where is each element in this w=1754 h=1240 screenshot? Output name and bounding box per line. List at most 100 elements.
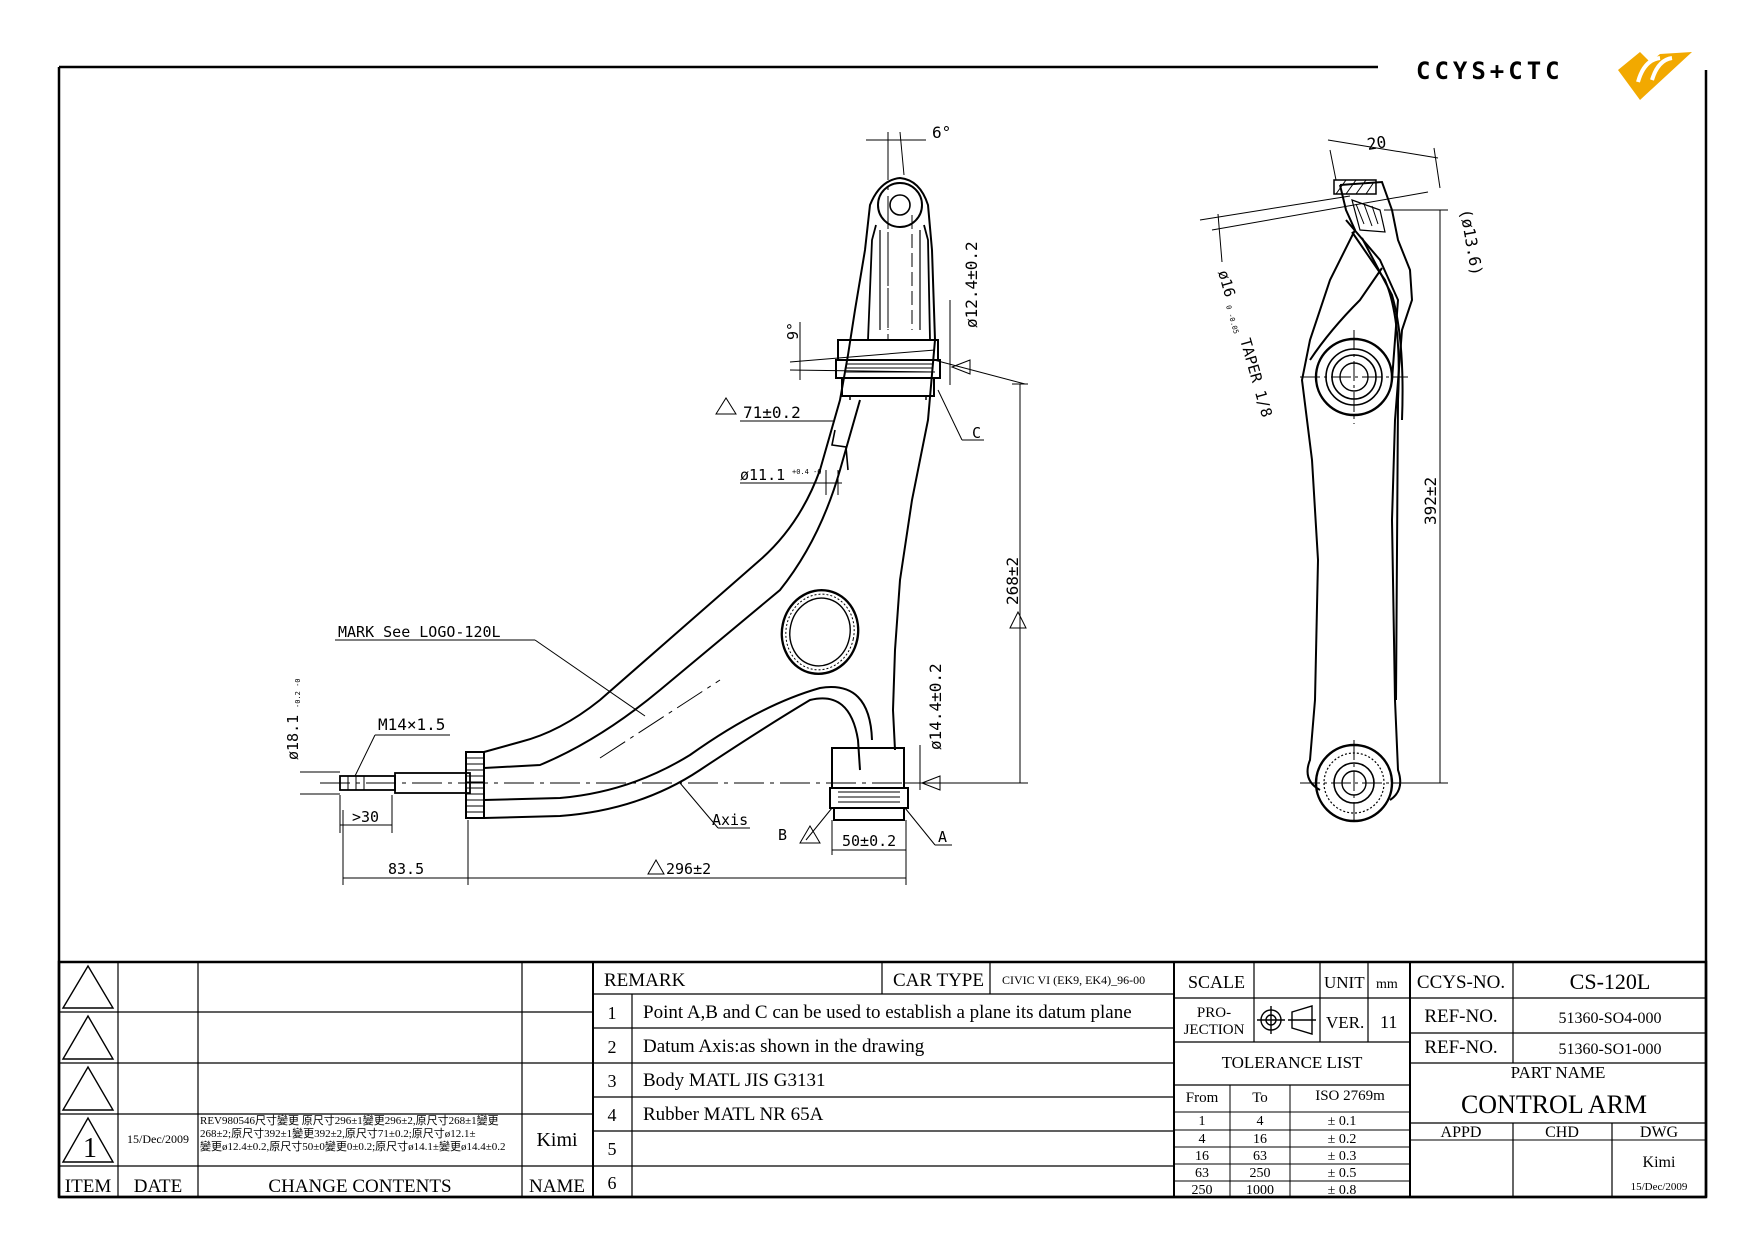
dwg-name: Kimi xyxy=(1643,1154,1676,1171)
ref1-label: REF-NO. xyxy=(1424,1006,1497,1027)
datum-b-label: B xyxy=(778,826,787,844)
revision-table: ITEM DATE CHANGE CONTENTS NAME 1 15/Dec/… xyxy=(65,1113,585,1197)
dwg-date: 15/Dec/2009 xyxy=(1631,1181,1688,1193)
remark-text-2: Datum Axis:as shown in the drawing xyxy=(643,1036,925,1057)
ver-label: VER. xyxy=(1326,1013,1364,1032)
dim-taper-tol: 0 -0.05 xyxy=(1224,304,1240,335)
remark-no-5: 5 xyxy=(608,1139,617,1159)
chd-label: CHD xyxy=(1545,1124,1579,1141)
rev-item: 1 xyxy=(83,1133,97,1164)
title-block: CCYS-NO. CS-120L REF-NO. 51360-SO4-000 R… xyxy=(1417,969,1688,1193)
tol-from-4: 63 xyxy=(1195,1166,1209,1181)
dim-d392: 392±2 xyxy=(1421,477,1440,525)
dim-d18-tol: -0.2 -0 xyxy=(294,678,302,708)
tol-value-2: ± 0.2 xyxy=(1328,1132,1357,1147)
tol-from-5: 250 xyxy=(1192,1183,1213,1198)
car-type-label: CAR TYPE xyxy=(893,970,984,991)
part-name-label: PART NAME xyxy=(1511,1063,1606,1082)
projection-symbol-icon xyxy=(1257,1005,1316,1035)
dim-d296: 296±2 xyxy=(666,860,711,878)
rev-date: 15/Dec/2009 xyxy=(127,1132,189,1146)
tolerance-title: TOLERANCE LIST xyxy=(1222,1053,1363,1072)
tol-to-3: 63 xyxy=(1253,1149,1267,1164)
front-view-dimensions xyxy=(300,131,1028,885)
remark-no-3: 3 xyxy=(608,1071,617,1091)
tol-to-5: 1000 xyxy=(1246,1183,1274,1198)
dim-d136: (ø13.6) xyxy=(1456,207,1486,277)
header-change-contents: CHANGE CONTENTS xyxy=(268,1176,451,1197)
tol-value-4: ± 0.5 xyxy=(1328,1166,1357,1181)
dim-d11: ø11.1 xyxy=(740,466,785,484)
datum-c-label: C xyxy=(972,424,981,442)
car-type-value: CIVIC VI (EK9, EK4)_96-00 xyxy=(1002,973,1145,987)
company-logo: CCYS+CTC xyxy=(1416,52,1692,100)
logo-text: CCYS+CTC xyxy=(1416,57,1564,85)
remark-no-4: 4 xyxy=(608,1105,617,1125)
rev-contents-line2: 268±2;原尺寸392±1變更392±2,原尺寸71±0.2;原尺寸ø12.1… xyxy=(200,1126,476,1140)
remark-no-6: 6 xyxy=(608,1173,617,1193)
tol-header-to: To xyxy=(1252,1090,1268,1106)
dim-d18: ø18.1 xyxy=(284,715,302,760)
tol-to-4: 250 xyxy=(1250,1166,1271,1181)
ccys-no-value: CS-120L xyxy=(1570,969,1651,994)
dim-taper: ø16 xyxy=(1214,268,1239,299)
side-view xyxy=(1300,179,1414,826)
dim-d83: 83.5 xyxy=(388,860,424,878)
remarks-table: REMARK CAR TYPE CIVIC VI (EK9, EK4)_96-0… xyxy=(604,970,1145,1193)
dim-d20: 20 xyxy=(1366,132,1388,154)
dim-angle-mid: 9° xyxy=(784,322,802,340)
header-date: DATE xyxy=(134,1176,183,1197)
dim-axis: Axis xyxy=(712,811,748,829)
dim-angle-top: 6° xyxy=(932,123,951,142)
side-view-dimensions xyxy=(1199,139,1448,784)
tol-value-3: ± 0.3 xyxy=(1328,1149,1357,1164)
appd-label: APPD xyxy=(1441,1124,1482,1141)
dim-d11-tol: +0.4 -0 xyxy=(792,468,822,476)
projection-line1: PRO- xyxy=(1197,1005,1231,1021)
ref1-value: 51360-SO4-000 xyxy=(1558,1010,1661,1027)
header-name: NAME xyxy=(529,1176,585,1197)
scale-label: SCALE xyxy=(1188,972,1245,992)
dim-d12: ø12.4±0.2 xyxy=(962,241,981,328)
ref2-label: REF-NO. xyxy=(1424,1037,1497,1058)
tol-from-3: 16 xyxy=(1195,1149,1209,1164)
dim-d50: 50±0.2 xyxy=(842,832,896,850)
dim-d14: ø14.4±0.2 xyxy=(926,663,945,750)
tol-value-5: ± 0.8 xyxy=(1328,1183,1357,1198)
part-name-value: CONTROL ARM xyxy=(1461,1090,1647,1119)
dwg-label: DWG xyxy=(1640,1124,1679,1141)
front-view xyxy=(320,150,941,821)
tol-to-2: 16 xyxy=(1253,1132,1267,1147)
dim-d71: 71±0.2 xyxy=(743,403,801,422)
tol-from-1: 1 xyxy=(1199,1114,1206,1129)
title-block-grid xyxy=(57,960,1708,1199)
remark-text-4: Rubber MATL NR 65A xyxy=(643,1104,824,1125)
info-block: SCALE UNIT mm PRO- JECTION VER. 11 TOLER… xyxy=(1184,972,1398,1198)
tol-to-1: 4 xyxy=(1257,1114,1264,1129)
header-item: ITEM xyxy=(65,1176,112,1197)
datum-a-label: A xyxy=(938,828,947,846)
remark-text-1: Point A,B and C can be used to establish… xyxy=(643,1002,1132,1023)
tol-header-from: From xyxy=(1186,1090,1219,1106)
ver-value: 11 xyxy=(1380,1012,1397,1032)
tol-value-1: ± 0.1 xyxy=(1328,1114,1357,1129)
tolerance-rows: 1 4 ± 0.1 4 16 ± 0.2 16 63 ± 0.3 63 250 … xyxy=(1192,1114,1357,1198)
remark-title: REMARK xyxy=(604,970,686,991)
rev-contents-line1: REV980546尺寸變更 原尺寸296±1變更296±2,原尺寸268±1變更 xyxy=(200,1113,499,1127)
ccys-no-label: CCYS-NO. xyxy=(1417,972,1505,993)
unit-label: UNIT xyxy=(1324,973,1365,992)
remark-no-1: 1 xyxy=(608,1003,617,1023)
dim-m14: M14×1.5 xyxy=(378,715,445,734)
dim-taper-word: TAPER 1/8 xyxy=(1236,336,1276,419)
unit-value: mm xyxy=(1376,977,1398,992)
dim-mark: MARK See LOGO-120L xyxy=(338,623,501,641)
ref2-value: 51360-SO1-000 xyxy=(1558,1041,1661,1058)
rev-contents-line3: 變更ø12.4±0.2,原尺寸50±0變更0±0.2;原尺寸ø14.1±變更ø1… xyxy=(200,1139,506,1153)
tol-from-2: 4 xyxy=(1199,1132,1206,1147)
dim-d30: >30 xyxy=(352,808,379,826)
dim-d268: 268±2 xyxy=(1003,557,1022,605)
remark-no-2: 2 xyxy=(608,1037,617,1057)
rev-name: Kimi xyxy=(536,1129,578,1151)
remark-text-3: Body MATL JIS G3131 xyxy=(643,1070,825,1091)
